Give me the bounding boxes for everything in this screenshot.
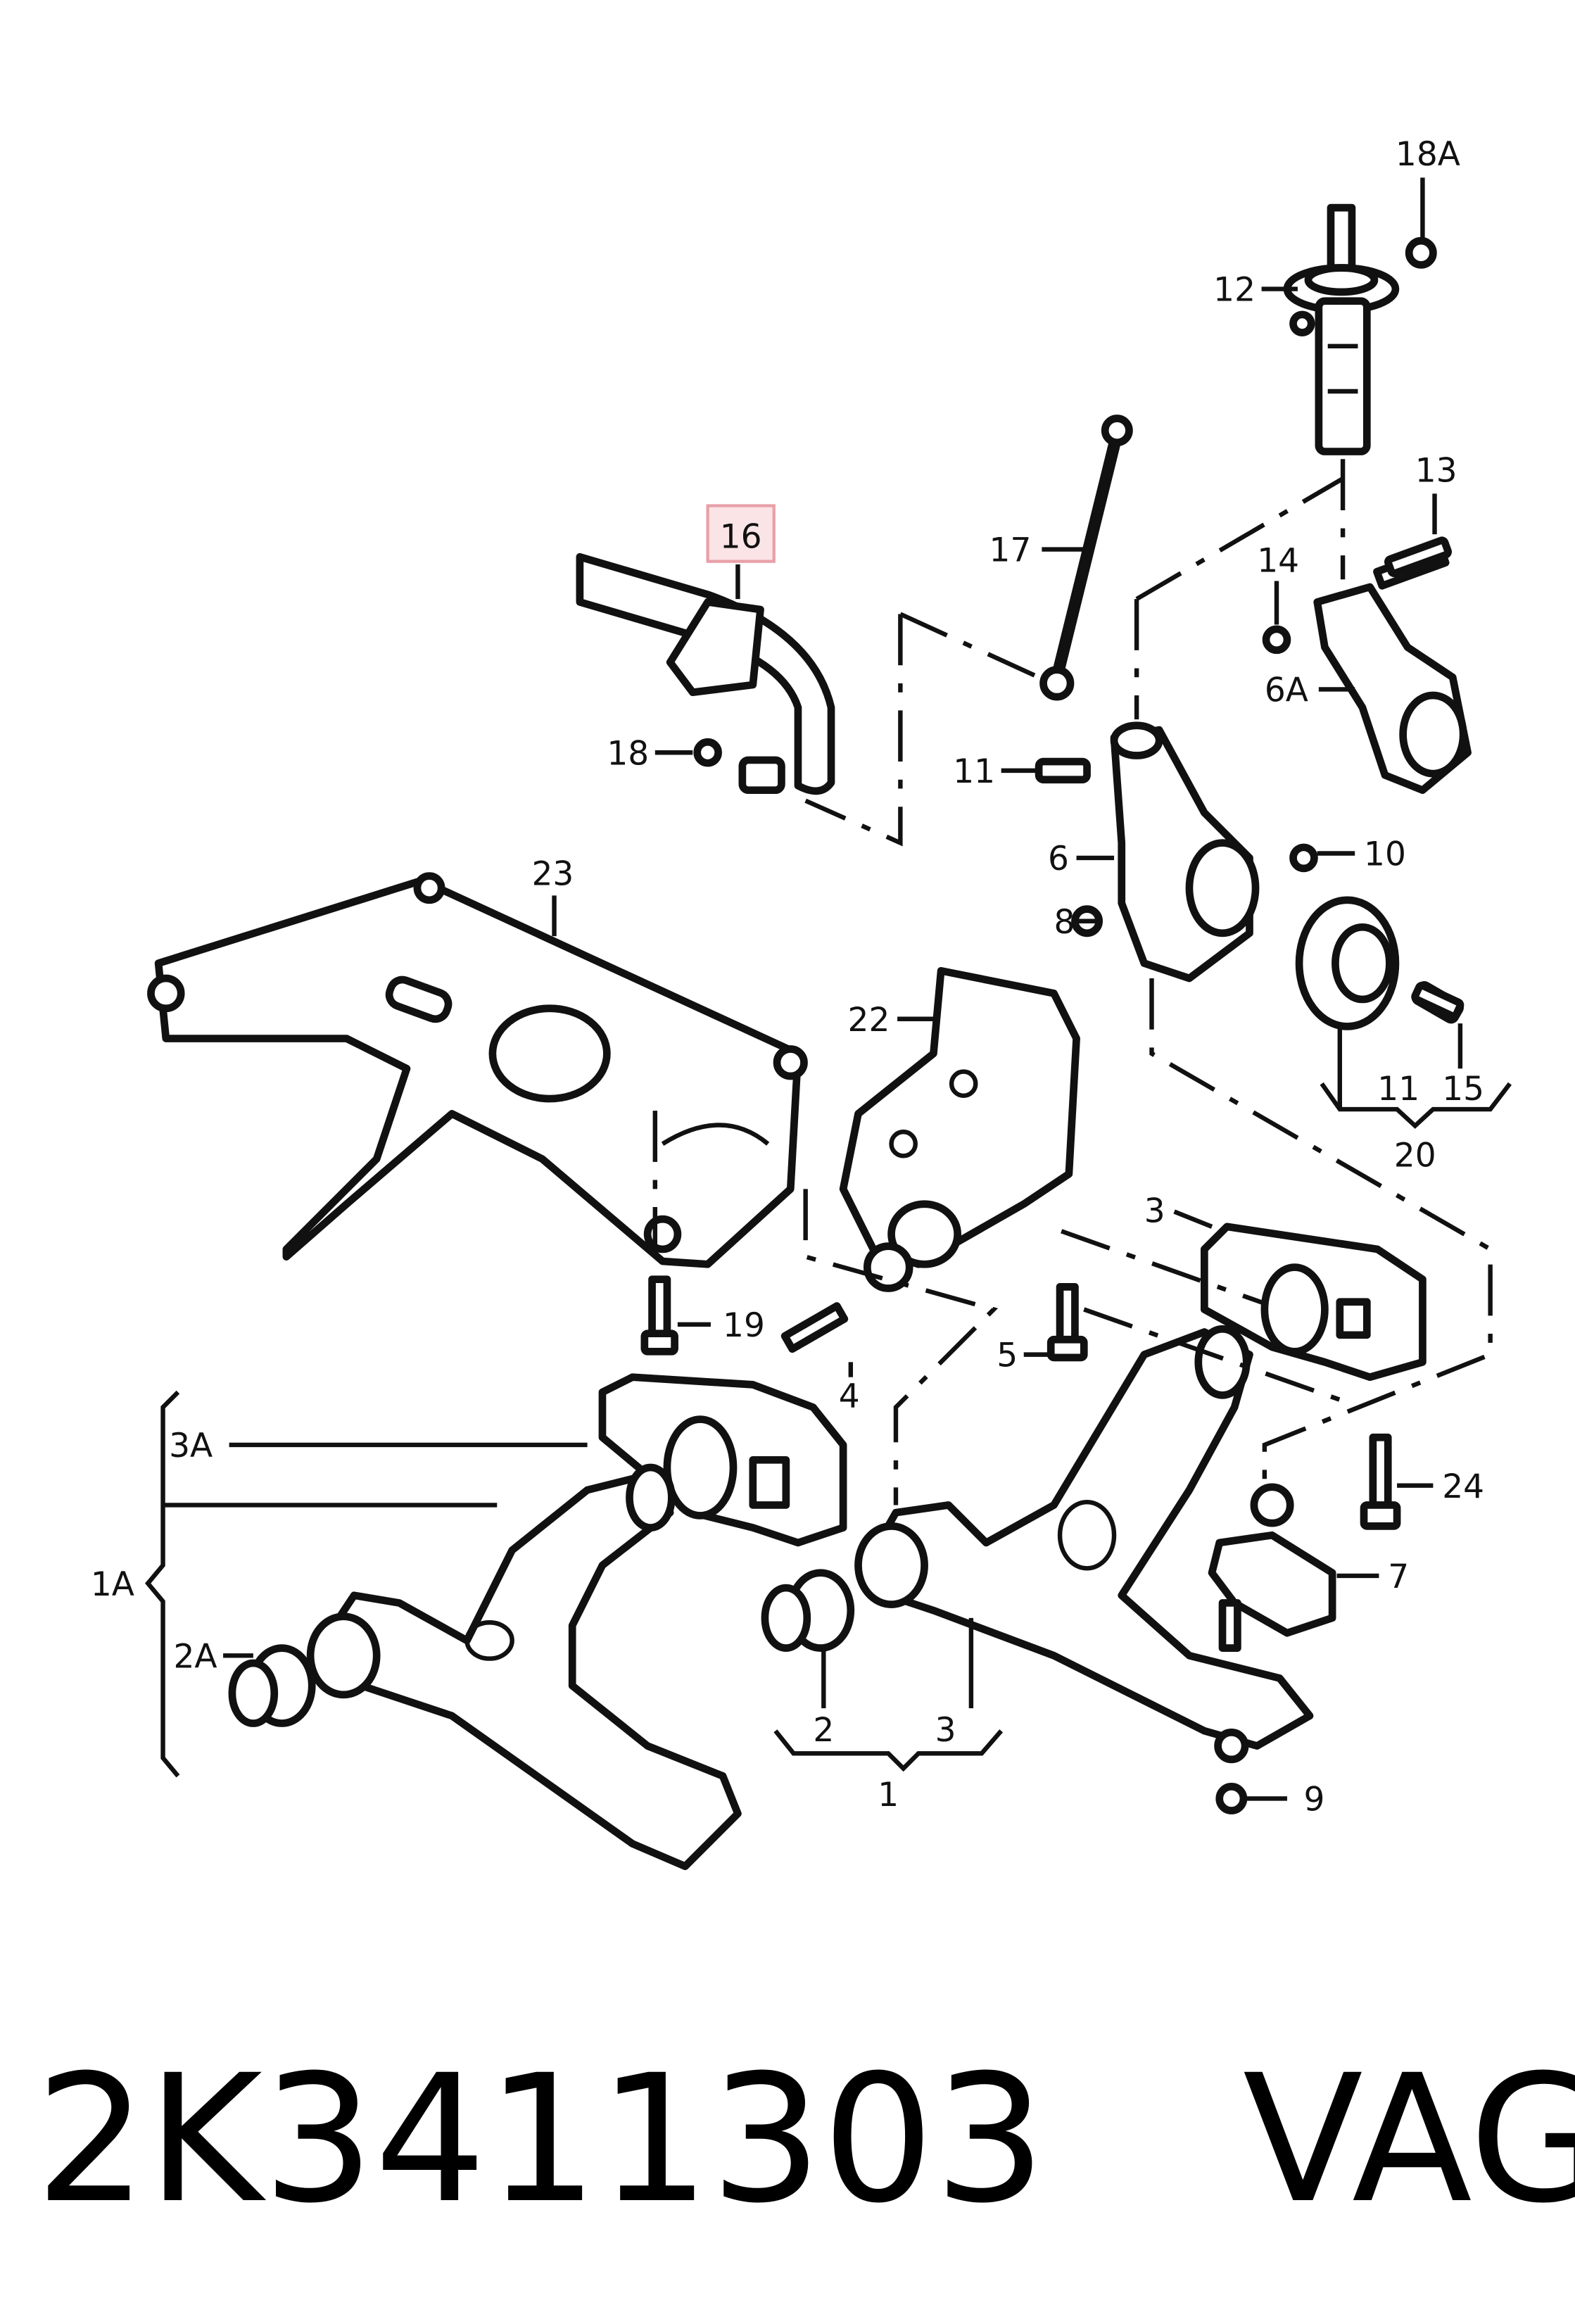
control-arm-left — [228, 1463, 742, 1871]
label-6: 6 — [1048, 840, 1069, 878]
ball-joint — [1208, 1483, 1336, 1652]
label-3-top: 3 — [1144, 1192, 1165, 1230]
label-4: 4 — [839, 1377, 860, 1415]
anti-roll-bar — [576, 552, 835, 795]
label-19: 19 — [723, 1306, 765, 1345]
bushing-housing-3a — [598, 1373, 847, 1547]
bracket-22 — [839, 966, 1080, 1292]
label-23: 23 — [531, 854, 574, 893]
label-18: 18 — [607, 734, 649, 773]
label-11a: 11 — [953, 752, 995, 791]
label-2: 2 — [813, 1711, 834, 1750]
label-12: 12 — [1213, 271, 1255, 310]
label-8: 8 — [1054, 903, 1075, 942]
label-1a: 1A — [91, 1565, 134, 1604]
label-10: 10 — [1364, 835, 1406, 874]
bushing-2 — [761, 1569, 855, 1652]
label-22: 22 — [848, 1001, 890, 1040]
label-5: 5 — [997, 1337, 1018, 1375]
label-1: 1 — [878, 1776, 899, 1814]
label-18a: 18A — [1396, 135, 1460, 174]
label-2a: 2A — [174, 1637, 217, 1676]
label-15: 15 — [1442, 1070, 1484, 1109]
label-16: 16 — [720, 517, 762, 556]
leader-lines — [144, 177, 1512, 1801]
label-24: 24 — [1442, 1467, 1484, 1506]
label-3a: 3A — [169, 1427, 213, 1465]
label-17: 17 — [989, 531, 1032, 570]
highlight-box-16 — [706, 504, 776, 563]
strut-assembly — [1283, 203, 1437, 455]
exploded-parts-diagram: 18A 12 13 14 6A 16 17 18 11 10 6 8 23 22… — [91, 135, 1512, 1871]
label-11b: 11 — [1377, 1070, 1419, 1109]
label-7: 7 — [1388, 1558, 1409, 1596]
label-6a: 6A — [1265, 671, 1308, 710]
link-rod — [1039, 415, 1133, 701]
control-arm-right — [854, 1325, 1314, 1814]
footer-caption: 2K3411303 VAG — [35, 2034, 1575, 2245]
knuckle-6a — [1262, 544, 1472, 795]
subframe — [147, 872, 808, 1268]
bolts — [640, 536, 1465, 1530]
brand-name: VAG — [1242, 2037, 1575, 2242]
knuckle-6 — [1035, 721, 1318, 983]
part-number: 2K3411303 — [35, 2037, 1046, 2242]
label-9: 9 — [1303, 1781, 1324, 1819]
label-14: 14 — [1257, 542, 1299, 581]
label-20: 20 — [1394, 1136, 1436, 1175]
bushing-housing-3 — [1201, 1223, 1427, 1382]
part-labels: 18A 12 13 14 6A 16 17 18 11 10 6 8 23 22… — [91, 135, 1484, 1819]
assembly-lines — [652, 459, 1493, 1505]
label-3-bottom: 3 — [935, 1711, 956, 1750]
label-13: 13 — [1415, 451, 1457, 490]
